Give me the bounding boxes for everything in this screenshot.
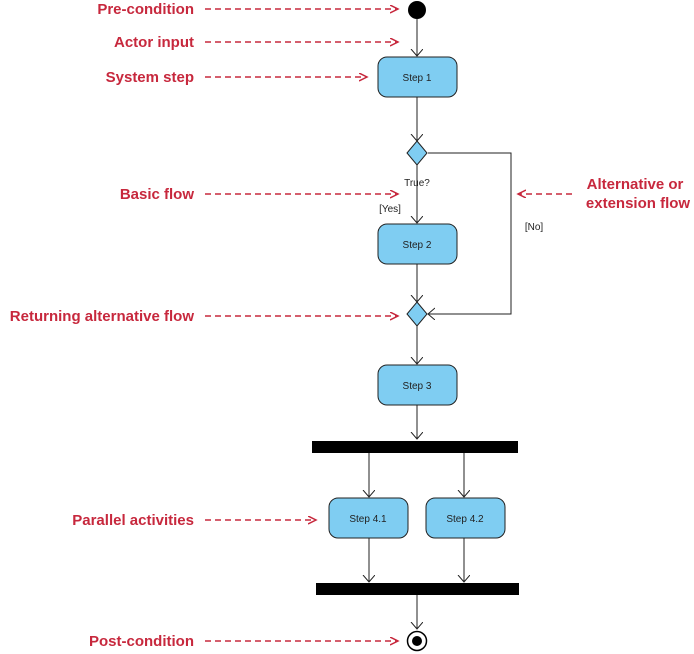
label-parallel-activities: Parallel activities — [72, 512, 194, 529]
label-alternative-line1: Alternative or — [587, 176, 684, 193]
label-basic-flow: Basic flow — [120, 186, 195, 203]
guard-yes: [Yes] — [379, 204, 401, 215]
step-4-1: Step 4.1 — [328, 497, 409, 539]
label-pre-condition: Pre-condition — [97, 1, 194, 18]
flow-no-branch — [428, 152, 512, 314]
step-4-1-label: Step 4.1 — [349, 514, 387, 525]
label-alternative-line2: extension flow — [586, 195, 691, 212]
guard-no: [No] — [525, 222, 544, 233]
join-bar — [316, 583, 519, 595]
step-3-label: Step 3 — [403, 381, 432, 392]
fork-bar — [312, 441, 518, 453]
initial-node — [408, 1, 426, 19]
label-post-condition: Post-condition — [89, 633, 194, 650]
step-4-2-label: Step 4.2 — [446, 514, 484, 525]
merge-node — [406, 301, 428, 327]
label-actor-input: Actor input — [114, 34, 194, 51]
step-2: Step 2 — [377, 223, 458, 265]
final-node — [406, 630, 428, 652]
step-1: Step 1 — [377, 56, 458, 98]
step-2-label: Step 2 — [403, 240, 432, 251]
step-1-label: Step 1 — [403, 73, 432, 84]
step-4-2: Step 4.2 — [425, 497, 506, 539]
decision-node — [406, 140, 428, 166]
label-returning-alt-flow: Returning alternative flow — [10, 308, 195, 325]
decision-question: True? — [404, 178, 430, 189]
step-3: Step 3 — [377, 364, 458, 406]
label-system-step: System step — [106, 69, 194, 86]
